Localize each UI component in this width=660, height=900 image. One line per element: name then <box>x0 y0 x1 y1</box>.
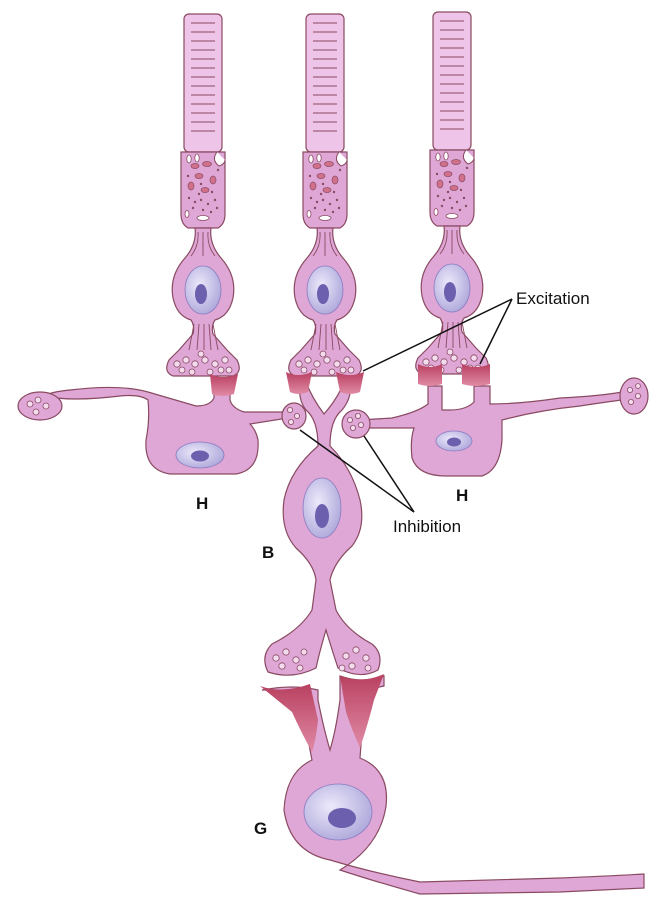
ganglion-cell <box>260 674 645 895</box>
photoreceptor-left <box>166 13 240 377</box>
excitation-label: Excitation <box>516 289 590 308</box>
photoreceptor-right <box>415 11 489 375</box>
ganglion-cell-label: G <box>254 819 268 838</box>
inhibition-leader-lines <box>299 429 415 513</box>
horizontal-cell-right <box>341 364 649 477</box>
horizontal-cell-right-label: H <box>456 486 469 505</box>
horizontal-cell-left <box>17 383 307 475</box>
bipolar-cell-label: B <box>262 543 275 562</box>
photoreceptor-middle <box>288 13 362 377</box>
synapse-left-photoreceptor <box>210 374 238 396</box>
horizontal-cell-left-label: H <box>196 494 209 513</box>
excitation-leader-lines <box>362 298 513 372</box>
inhibition-label: Inhibition <box>393 517 462 536</box>
bipolar-cell <box>264 372 381 676</box>
